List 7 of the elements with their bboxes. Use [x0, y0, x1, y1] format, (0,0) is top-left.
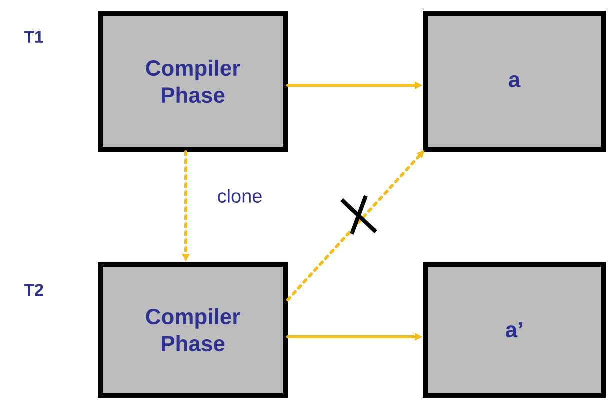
process-box: a’ — [423, 262, 606, 398]
row-label: T1 — [24, 31, 44, 43]
process-box: Compiler Phase — [98, 262, 288, 398]
process-box: a — [423, 11, 606, 152]
edge-label: clone — [218, 189, 262, 203]
process-box: Compiler Phase — [98, 11, 288, 152]
row-label: T2 — [24, 284, 44, 296]
